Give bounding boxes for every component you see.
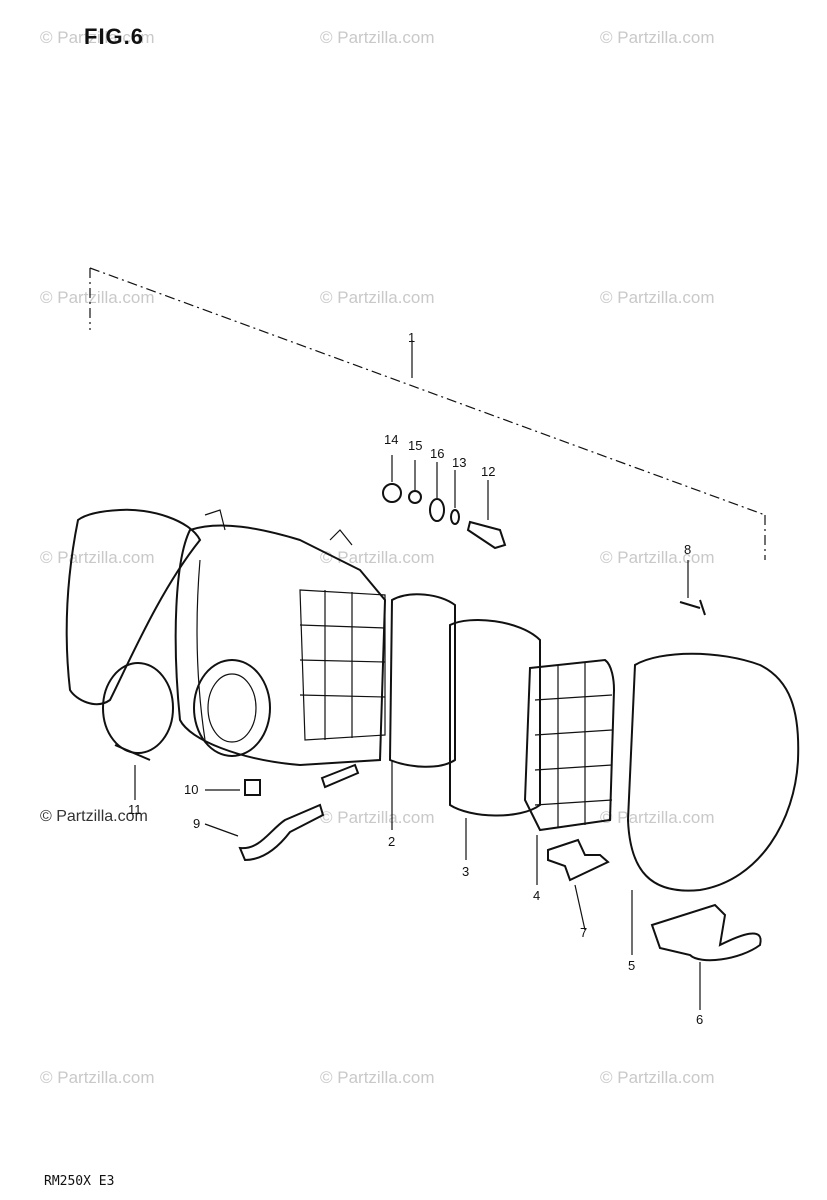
watermark: © Partzilla.com — [600, 548, 715, 567]
watermark: © Partzilla.com — [40, 288, 155, 307]
intake-boot — [193, 659, 271, 757]
callout-1: 1 — [408, 330, 416, 345]
callout-6: 6 — [696, 1012, 704, 1027]
retaining-clip — [547, 838, 610, 882]
callout-5: 5 — [628, 958, 636, 973]
model-code: RM250X E3 — [44, 1174, 115, 1189]
watermark: © Partzilla.com — [40, 548, 155, 567]
watermark: © Partzilla.com — [320, 548, 435, 567]
airbox-housing — [174, 524, 387, 767]
callout-14: 14 — [384, 432, 399, 447]
watermark: © Partzilla.com — [600, 1068, 715, 1087]
screw-8 — [679, 599, 706, 616]
grommet-14 — [382, 483, 402, 503]
watermark: © Partzilla.com — [320, 28, 435, 47]
washer-16 — [429, 498, 445, 522]
washer-13 — [450, 509, 460, 525]
watermark: © Partzilla.com — [600, 288, 715, 307]
callout-4: 4 — [533, 888, 541, 903]
airbox-cover — [626, 652, 800, 892]
callout-2: 2 — [388, 834, 396, 849]
gasket-outline — [65, 508, 202, 706]
callout-3: 3 — [462, 864, 470, 879]
breather-hose-9 — [238, 803, 325, 862]
callout-13: 13 — [452, 455, 467, 470]
air-filter-element — [449, 619, 541, 817]
callout-16: 16 — [430, 446, 445, 461]
callout-15: 15 — [408, 438, 423, 453]
callout-10: 10 — [184, 782, 199, 797]
watermark: © Partzilla.com — [320, 808, 435, 827]
watermark: © Partzilla.com — [40, 28, 155, 47]
callout-8: 8 — [684, 542, 692, 557]
collar-15 — [408, 490, 422, 504]
callout-11: 11 — [128, 802, 142, 817]
clamp-10 — [244, 779, 261, 796]
figure-title: FIG.6 — [84, 24, 145, 49]
callout-9: 9 — [193, 816, 201, 831]
bolt-12 — [466, 520, 507, 550]
watermark: © Partzilla.com — [320, 1068, 435, 1087]
watermark: © Partzilla.com — [40, 1068, 155, 1087]
drain-plug — [650, 903, 762, 962]
callout-12: 12 — [481, 464, 496, 479]
watermark: © Partzilla.com — [320, 288, 435, 307]
filter-cage — [388, 593, 456, 768]
clamp-ring — [102, 662, 174, 754]
watermark: © Partzilla.com — [40, 808, 148, 825]
watermark: © Partzilla.com — [600, 28, 715, 47]
assembly-bracket-line — [89, 267, 766, 516]
callout-7: 7 — [580, 925, 588, 940]
filter-grid — [523, 658, 616, 832]
